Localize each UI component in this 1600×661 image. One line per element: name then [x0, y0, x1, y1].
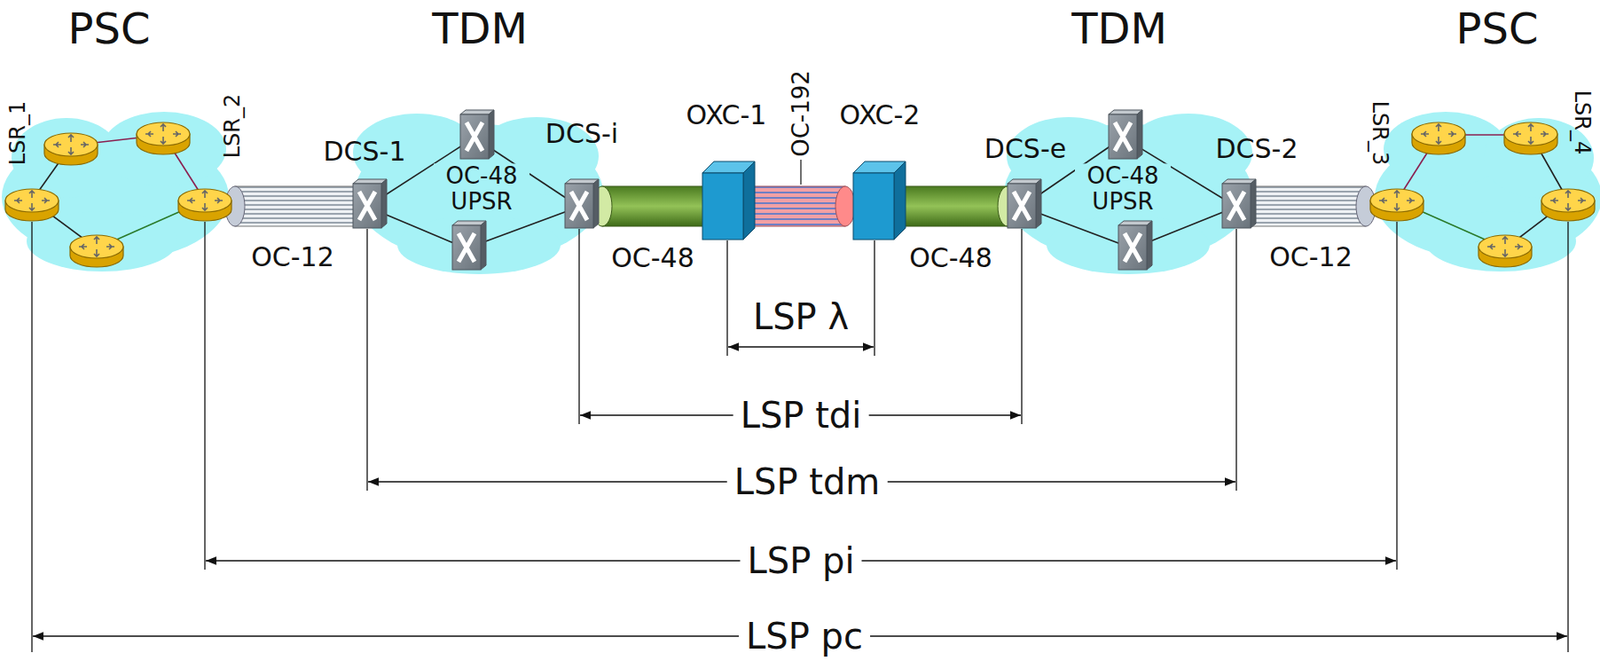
router-icon [5, 188, 59, 221]
switch-icon [564, 179, 599, 228]
switch-label: DCS-e [984, 133, 1067, 164]
optical-cross-connect [702, 161, 755, 240]
router-icon [1541, 188, 1595, 221]
fiber-tube [225, 186, 1376, 227]
link-rate-label: OC-12 [1269, 242, 1353, 272]
lsp-label: LSP tdm [727, 462, 888, 502]
ring-label: OC-48 UPSR [1074, 163, 1171, 214]
switch-label: DCS-2 [1215, 133, 1298, 164]
oxc-label: OXC-1 [686, 100, 768, 130]
switch-icon [1007, 179, 1042, 228]
router-icon [70, 235, 124, 267]
domain-heading: PSC [68, 5, 151, 53]
switch-icon [352, 179, 387, 228]
switch-icon [1222, 179, 1256, 228]
switch-icon [1108, 109, 1143, 159]
link-rate-label: OC-192 [788, 70, 815, 157]
switch-icon [1118, 220, 1153, 270]
optical-cross-connect [853, 161, 906, 240]
extension-line [31, 221, 1569, 652]
link-rate-label: OC-48 [611, 243, 695, 273]
router-label: LSR_1 [6, 101, 30, 166]
router-icon [1370, 188, 1424, 221]
switch-label: DCS-1 [322, 136, 406, 166]
link-rate-label: OC-12 [250, 242, 335, 272]
leader-line [800, 159, 801, 185]
router-label: LSR_3 [1368, 101, 1392, 166]
router-icon [44, 133, 98, 165]
lsp-label: LSP tdi [733, 395, 870, 435]
switch-label: DCS-i [545, 118, 619, 149]
lsp-label: LSP λ [752, 297, 849, 337]
domain-heading: PSC [1456, 5, 1539, 53]
fiber-tube-end [835, 186, 855, 227]
router-icon [1411, 122, 1466, 155]
router-icon [1478, 235, 1532, 267]
domain-heading: TDM [431, 5, 528, 53]
span-arrow [32, 346, 1568, 636]
lsp-label: LSP pc [738, 616, 871, 656]
router-icon [1504, 122, 1558, 155]
router-label: LSR_4 [1570, 90, 1594, 156]
router-icon [136, 122, 190, 155]
link-rate-label: OC-48 [909, 243, 993, 273]
domain-heading: TDM [1071, 5, 1168, 53]
switch-icon [460, 109, 495, 159]
switch-icon [452, 220, 487, 270]
lsp-label: LSP pi [739, 541, 862, 581]
oxc-label: OXC-2 [839, 100, 921, 130]
router-icon [178, 188, 232, 221]
ring-label: OC-48 UPSR [433, 163, 530, 214]
router-label: LSR_2 [220, 94, 244, 159]
